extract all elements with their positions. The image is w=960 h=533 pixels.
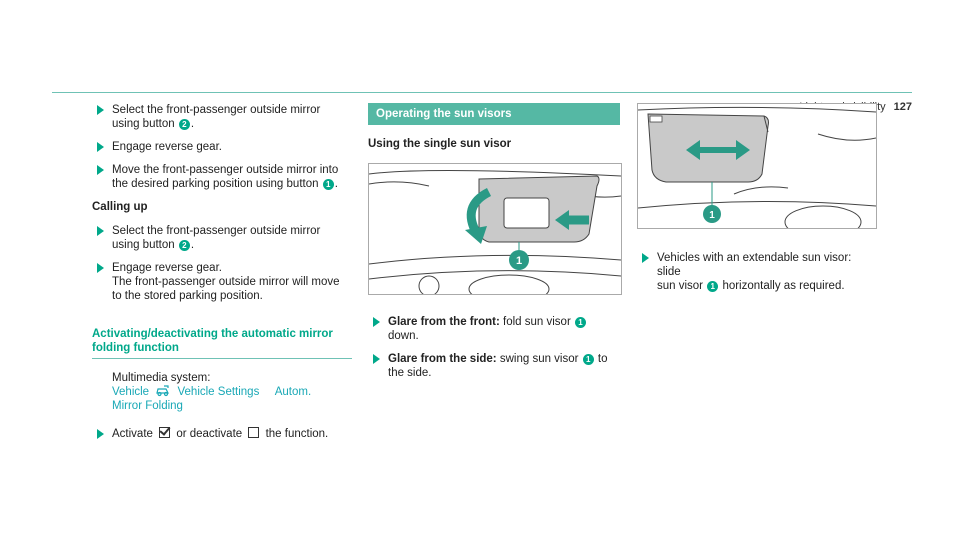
callout-number: 1: [707, 281, 719, 292]
step-text: or deactivate: [176, 428, 243, 440]
multimedia-label: Multimedia system:: [112, 372, 211, 384]
step-arrow-icon: [97, 142, 104, 152]
step-text: to: [597, 353, 608, 365]
step-arrow-icon: [373, 354, 380, 364]
callout-number: 1: [322, 179, 334, 190]
section-banner: Operating the sun visors: [368, 103, 620, 125]
callout-number: 1: [574, 317, 586, 328]
section-title-mirror-folding: Activating/deactivating the automatic mi…: [92, 327, 352, 359]
step-text: Move the front-passenger outside mirror …: [112, 164, 339, 176]
step-text: to the stored parking position.: [112, 290, 263, 302]
figure-callout: 1: [516, 255, 522, 267]
step-reverse-gear-2: Engage reverse gear. The front-passenger…: [92, 261, 352, 303]
section-title-line: folding function: [92, 342, 179, 354]
column-sun-visor: Operating the sun visors Using the singl…: [368, 103, 622, 389]
column-mirror: Select the front-passenger outside mirro…: [92, 103, 352, 450]
car-key-icon: [156, 385, 170, 397]
header-rule: [52, 92, 912, 93]
step-text: Engage reverse gear.: [112, 141, 222, 153]
calling-up-heading: Calling up: [92, 201, 148, 213]
step-text: sun visor: [657, 280, 704, 292]
extendable-visor-illustration: 1: [638, 104, 876, 228]
step-text: Select the front-passenger outside mirro…: [112, 225, 321, 237]
step-text: Activate: [112, 428, 153, 440]
column-extendable-visor: 1 Vehicles with an extendable sun visor:…: [637, 103, 877, 302]
checkbox-empty-icon: [248, 427, 260, 438]
step-label: Glare from the front:: [388, 316, 500, 328]
figure-extendable-sun-visor: 1: [637, 103, 877, 229]
step-arrow-icon: [642, 253, 649, 263]
step-text: Engage reverse gear.: [112, 262, 222, 274]
menu-path: Vehicle Vehicle Settings Autom.: [92, 385, 352, 399]
menu-path-vehicle-settings[interactable]: Vehicle Settings: [177, 386, 260, 398]
menu-path-line2: Mirror Folding: [92, 399, 352, 413]
step-arrow-icon: [97, 429, 104, 439]
step-glare-front: Glare from the front: fold sun visor 1 d…: [368, 315, 620, 343]
step-select-mirror: Select the front-passenger outside mirro…: [92, 103, 352, 131]
step-text: fold sun visor: [503, 316, 571, 328]
step-text: using button: [112, 239, 175, 251]
menu-path-autom[interactable]: Autom.: [274, 386, 312, 398]
step-select-mirror-2: Select the front-passenger outside mirro…: [92, 224, 352, 252]
step-arrow-icon: [97, 226, 104, 236]
step-extendable-visor: Vehicles with an extendable sun visor: s…: [637, 251, 877, 293]
step-text: using button: [112, 118, 175, 130]
step-text: swing sun visor: [499, 353, 579, 365]
step-label: Glare from the side:: [388, 353, 497, 365]
step-text: the function.: [265, 428, 329, 440]
menu-path-mirror-folding[interactable]: Mirror Folding: [112, 400, 183, 412]
step-glare-side: Glare from the side: swing sun visor 1 t…: [368, 352, 620, 380]
sun-visor-illustration: 1: [369, 164, 621, 294]
step-activate: Activate or deactivate the function.: [92, 427, 352, 441]
subheading-single-visor: Using the single sun visor: [368, 138, 512, 150]
step-text: Vehicles with an extendable sun visor: s…: [657, 252, 852, 278]
step-text: horizontally as required.: [722, 280, 845, 292]
step-arrow-icon: [97, 263, 104, 273]
step-text: down.: [388, 330, 419, 342]
step-text: the desired parking position using butto…: [112, 178, 319, 190]
figure-single-sun-visor: 1: [368, 163, 622, 295]
menu-path-vehicle[interactable]: Vehicle: [112, 386, 150, 398]
callout-number: 2: [178, 240, 190, 251]
step-arrow-icon: [97, 105, 104, 115]
callout-number: 2: [178, 119, 190, 130]
figure-callout: 1: [709, 210, 715, 221]
step-arrow-icon: [97, 165, 104, 175]
step-reverse-gear: Engage reverse gear.: [92, 140, 352, 154]
step-arrow-icon: [373, 317, 380, 327]
step-text: Select the front-passenger outside mirro…: [112, 104, 321, 116]
step-text: the side.: [388, 367, 432, 379]
step-move-mirror: Move the front-passenger outside mirror …: [92, 163, 352, 191]
section-title-line: Activating/deactivating the automatic mi…: [92, 328, 333, 340]
callout-number: 1: [582, 354, 594, 365]
checkbox-checked-icon: [159, 427, 171, 438]
step-text: The front-passenger outside mirror will …: [112, 276, 340, 288]
page-number: 127: [893, 101, 912, 113]
